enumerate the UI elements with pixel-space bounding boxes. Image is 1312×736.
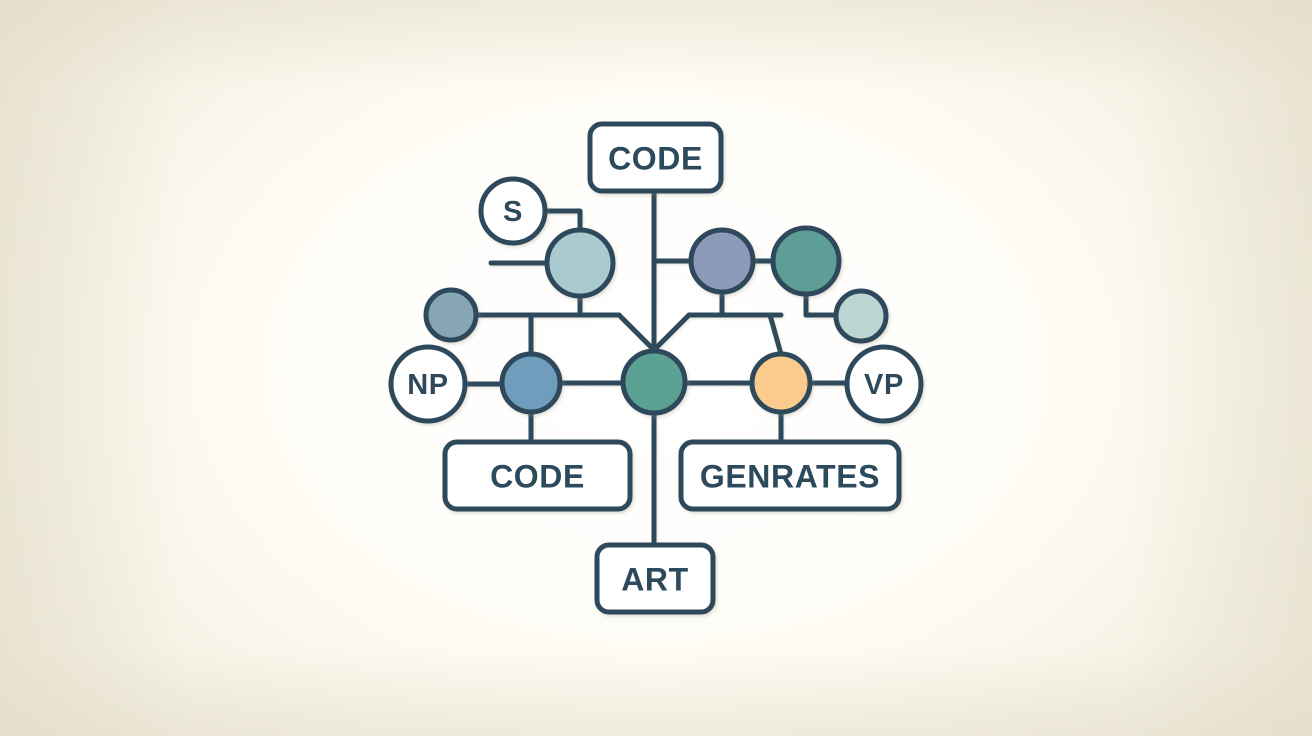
box-code-top[interactable]: CODE (587, 121, 724, 194)
box-code-bottom-label: CODE (490, 459, 585, 495)
circle-np[interactable]: NP (388, 344, 468, 424)
node-pale-teal-small[interactable] (833, 288, 889, 344)
box-code-top-label: CODE (608, 141, 703, 177)
node-amber[interactable] (749, 351, 813, 415)
box-art[interactable]: ART (594, 542, 716, 615)
node-teal-dark[interactable] (770, 225, 842, 297)
edge-rail-right-diagonal (651, 312, 692, 353)
node-steel-blue-small[interactable] (423, 287, 479, 343)
node-green-center[interactable] (620, 348, 688, 416)
node-blue-mid[interactable] (499, 351, 563, 415)
circle-np-label: NP (407, 369, 449, 401)
edge-rail-left-diagonal (616, 312, 657, 353)
edge-s-to-light-teal (542, 208, 583, 233)
box-genrates-label: GENRATES (700, 459, 880, 495)
box-art-label: ART (621, 562, 689, 598)
circle-s-label: S (503, 196, 523, 228)
edge-rail-right2-diagonal (767, 312, 784, 357)
box-genrates[interactable]: GENRATES (678, 439, 902, 512)
box-code-bottom[interactable]: CODE (442, 439, 633, 512)
circle-s[interactable]: S (478, 176, 548, 246)
node-light-teal-large[interactable] (544, 227, 616, 299)
edge-steel-blue-to-rail (473, 312, 534, 357)
circle-vp-label: VP (864, 369, 904, 401)
circle-vp[interactable]: VP (844, 344, 924, 424)
node-periwinkle[interactable] (688, 227, 756, 295)
